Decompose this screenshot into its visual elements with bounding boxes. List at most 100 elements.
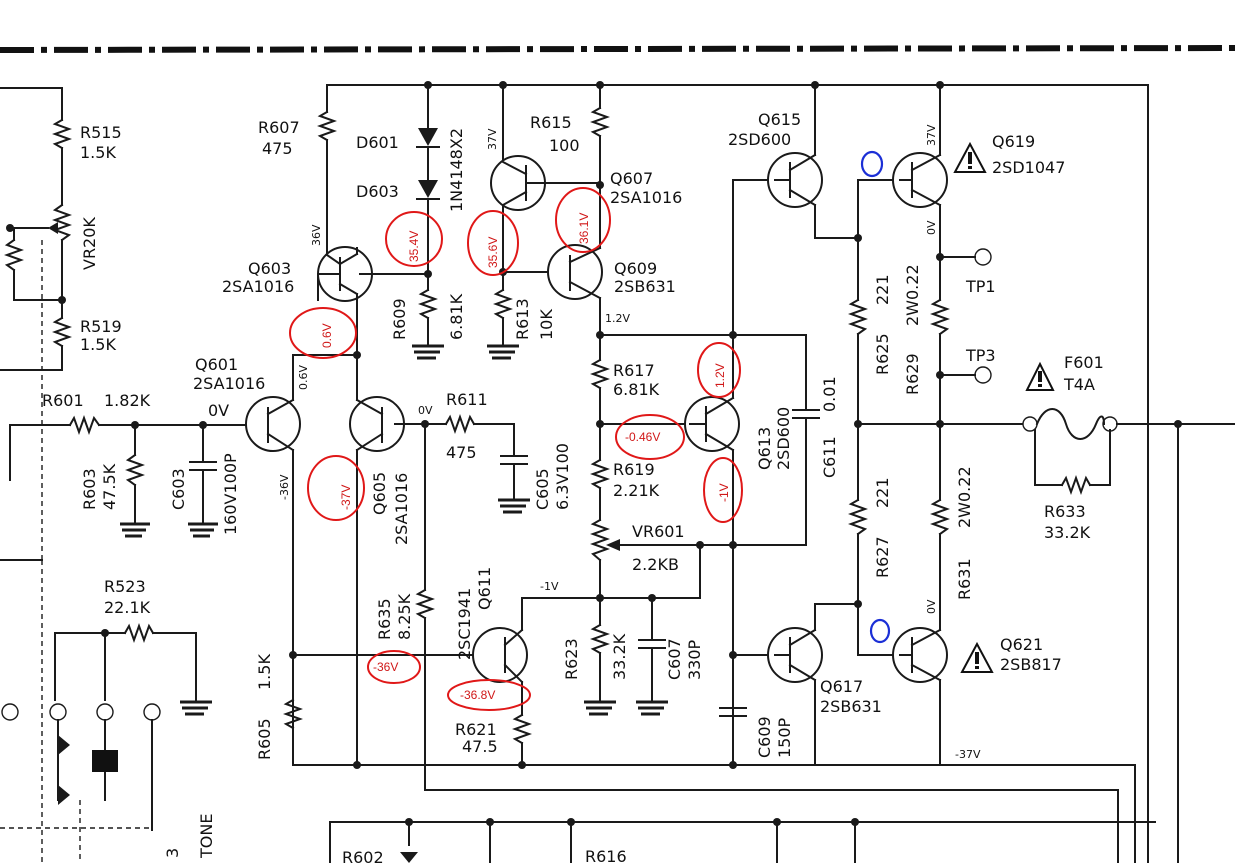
c603-value: 160V100P xyxy=(221,453,240,535)
r635-value: 8.25K xyxy=(395,593,414,640)
annot-neg-36-8v: -36.8V xyxy=(460,688,495,702)
c603-ref: C603 xyxy=(169,468,188,510)
r629-ref: R629 xyxy=(903,353,922,395)
q609-col-voltage: 1.2V xyxy=(605,312,630,325)
r605 xyxy=(283,698,303,730)
q607-q609-stage xyxy=(487,84,610,360)
q605-part: 2SA1016 xyxy=(392,473,411,545)
q607-voltage: 37V xyxy=(486,128,499,150)
annot-neg-1v: -1V xyxy=(717,483,731,502)
r601-value: 1.82K xyxy=(104,391,151,410)
q607-ref: Q607 xyxy=(610,169,653,188)
q617-ref: Q617 xyxy=(820,677,863,696)
r617-value: 6.81K xyxy=(613,380,660,399)
r609-ref: R609 xyxy=(390,298,409,340)
q605-emit-voltage: 0.6V xyxy=(297,365,310,390)
annot-neg-36v: -36V xyxy=(373,660,398,674)
output-stage xyxy=(848,84,1136,863)
r523-value: 22.1K xyxy=(104,598,151,617)
q613-bias xyxy=(684,179,820,766)
d603-ref: D603 xyxy=(356,182,399,201)
q603-voltage: 36V xyxy=(310,224,323,246)
c607-value: 330P xyxy=(685,639,704,680)
lower-channel-partial xyxy=(329,818,1156,863)
neg-rail-voltage: -37V xyxy=(955,748,981,761)
q601-ref: Q601 xyxy=(195,355,238,374)
q601-base-voltage: 0V xyxy=(208,401,229,420)
c605-ref: C605 xyxy=(533,468,552,510)
r602-partial: R602 xyxy=(342,848,384,863)
r633-ref: R633 xyxy=(1044,502,1086,521)
tp1-ref: TP1 xyxy=(965,277,996,296)
r515-ref: R515 xyxy=(80,123,122,142)
bottom-partial-3: 3 xyxy=(163,848,182,858)
r611-value: 475 xyxy=(446,443,477,462)
safety-warning-icons xyxy=(953,141,1055,673)
handwritten-measurements: 0.6V 35.4V 35.6V 36.1V 1.2V -0.46V -1V -… xyxy=(289,187,743,711)
r623-value: 33.2K xyxy=(610,633,629,680)
annot-35-6v: 35.6V xyxy=(486,237,500,268)
r625-ref: R625 xyxy=(873,333,892,375)
r631-ref: R631 xyxy=(955,558,974,600)
q603-ref: Q603 xyxy=(248,259,291,278)
blue-markers xyxy=(860,150,891,644)
r619-value: 2.21K xyxy=(613,481,660,500)
r613-value: 10K xyxy=(537,309,556,340)
c607-ref: C607 xyxy=(665,638,684,680)
r607-ref: R607 xyxy=(258,118,300,137)
tp3-ref: TP3 xyxy=(965,346,996,365)
q601-part: 2SA1016 xyxy=(193,374,265,393)
q603-stage xyxy=(292,84,429,359)
input-network xyxy=(9,415,257,538)
r629-value: 2W0.22 xyxy=(903,264,922,326)
q619-ref: Q619 xyxy=(992,132,1035,151)
r515-value: 1.5K xyxy=(80,143,116,162)
vas-stage xyxy=(292,331,1119,863)
q619-emit-voltage: 0V xyxy=(925,220,938,235)
q615-ref: Q615 xyxy=(758,110,801,129)
vr601-ref: VR601 xyxy=(632,522,685,541)
r519-ref: R519 xyxy=(80,317,122,336)
r616-ref: R616 xyxy=(585,847,627,863)
vr601-value: 2.2KB xyxy=(632,555,679,574)
q619-part: 2SD1047 xyxy=(992,158,1065,177)
r617-ref: R617 xyxy=(613,361,655,380)
r519-value: 1.5K xyxy=(80,335,116,354)
diode-part: 1N4148X2 xyxy=(447,128,466,212)
q603-part: 2SA1016 xyxy=(222,277,294,296)
r621-value: 47.5 xyxy=(462,737,498,756)
d601-ref: D601 xyxy=(356,133,399,152)
board-border xyxy=(0,45,1235,53)
annot-neg-0-46v: -0.46V xyxy=(625,430,660,444)
q611-part: 2SC1941 xyxy=(455,588,474,660)
q615-part: 2SD600 xyxy=(728,130,791,149)
f601-value: T4A xyxy=(1063,375,1095,394)
driver-stage xyxy=(732,84,862,766)
annot-0-6v: 0.6V xyxy=(320,323,334,348)
r605-value: 1.5K xyxy=(255,654,274,690)
r615-value: 100 xyxy=(549,136,580,155)
c611-ref: C611 xyxy=(820,436,839,478)
q609-part: 2SB631 xyxy=(614,277,676,296)
q619-col-voltage: 37V xyxy=(925,124,938,146)
r627-value: 221 xyxy=(873,477,892,508)
annot-35-4v: 35.4V xyxy=(407,231,421,262)
r611-ref: R611 xyxy=(446,390,488,409)
r635-ref: R635 xyxy=(375,598,394,640)
r633-value: 33.2K xyxy=(1044,523,1091,542)
q613-part: 2SD600 xyxy=(774,407,793,470)
annot-neg-37v: -37V xyxy=(339,485,353,510)
q611-base-voltage: -1V xyxy=(540,580,559,593)
c609-value: 150P xyxy=(775,717,794,758)
left-input-section xyxy=(0,87,72,863)
q617-part: 2SB631 xyxy=(820,697,882,716)
c609-ref: C609 xyxy=(755,716,774,758)
f601-ref: F601 xyxy=(1064,353,1104,372)
r631-value: 2W0.22 xyxy=(955,466,974,528)
q605-base-voltage: 0V xyxy=(418,404,433,417)
q607-part: 2SA1016 xyxy=(610,188,682,207)
r623-ref: R623 xyxy=(562,638,581,680)
c605-value: 6.3V100 xyxy=(553,443,572,510)
r627-ref: R627 xyxy=(873,536,892,578)
